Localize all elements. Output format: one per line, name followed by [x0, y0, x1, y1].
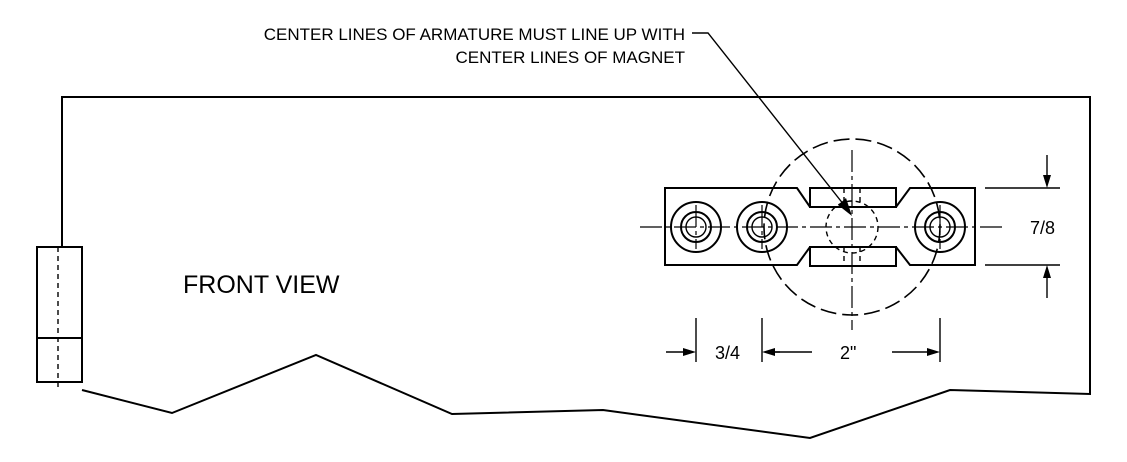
- armature-slot-bottom: [809, 246, 897, 267]
- dimension-extension-lines: [695, 318, 941, 362]
- dimension-offset-label: 3/4: [715, 343, 740, 363]
- note-line-2: CENTER LINES OF MAGNET: [455, 48, 685, 67]
- view-label: FRONT VIEW: [183, 271, 340, 299]
- slot-hidden-lines: [843, 188, 861, 266]
- dimension-spacing: [773, 348, 940, 356]
- armature-slot-top: [809, 187, 897, 208]
- dimension-spacing-label: 2": [840, 343, 856, 363]
- door-outline: [61, 96, 1091, 440]
- hinge: [36, 246, 83, 390]
- note-line-1: CENTER LINES OF ARMATURE MUST LINE UP WI…: [264, 25, 685, 44]
- dimension-height-label: 7/8: [1030, 218, 1055, 238]
- center-lines: [640, 150, 1005, 330]
- dimension-height: [985, 155, 1060, 298]
